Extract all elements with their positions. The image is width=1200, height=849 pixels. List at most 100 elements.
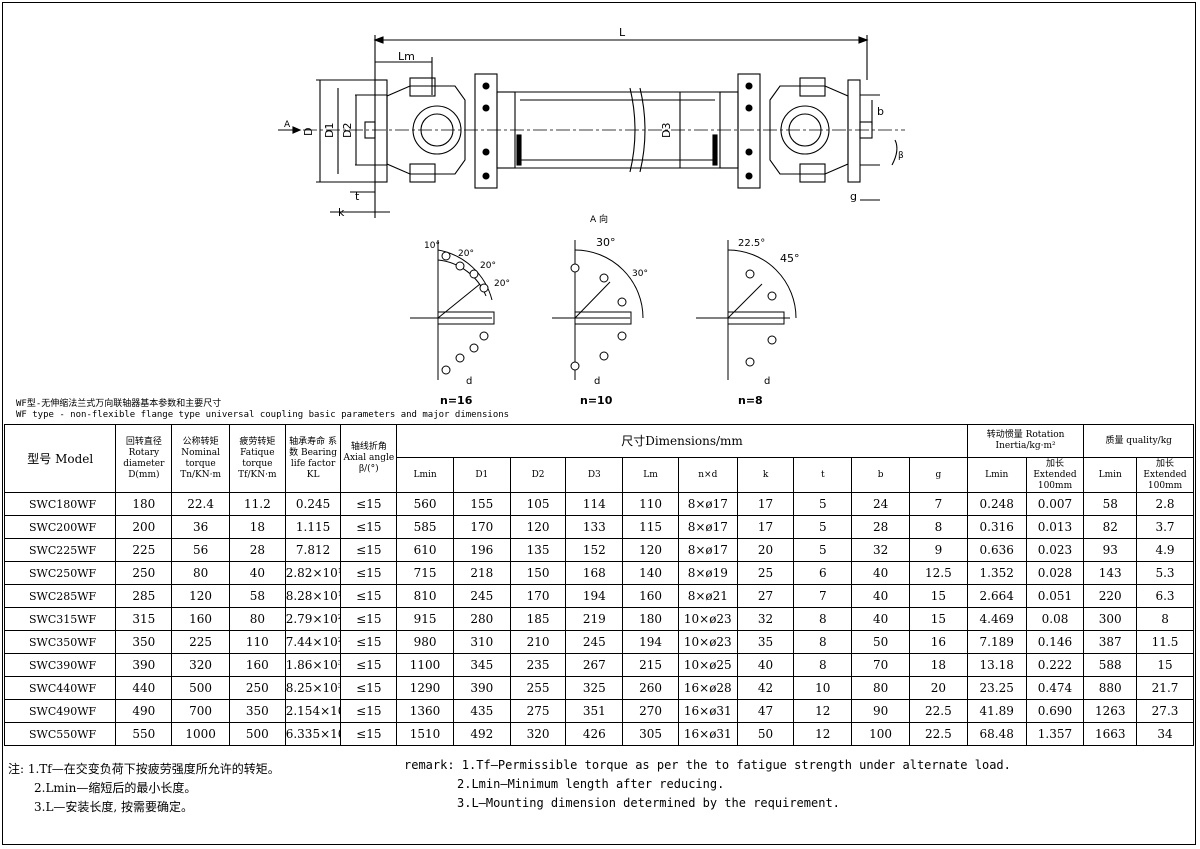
table-cell: 250 (115, 561, 173, 585)
table-cell: 320 (171, 653, 230, 677)
table-cell: ≤15 (340, 515, 398, 539)
table-cell: 50 (736, 722, 795, 746)
table-cell: 300 (1083, 607, 1138, 631)
table-cell: 180 (115, 492, 173, 516)
table-cell: 32 (736, 607, 795, 631)
table-cell: 90 (851, 699, 910, 723)
table-cell: 20 (908, 676, 968, 700)
table-cell: 5 (793, 538, 853, 562)
table-cell: ≤15 (340, 584, 398, 608)
table-cell: 8×ø17 (677, 515, 738, 539)
table-cell: ≤15 (340, 630, 398, 654)
table-cell: 93 (1083, 538, 1138, 562)
table-cell: 10 (793, 676, 853, 700)
table-cell: 16×ø31 (677, 699, 738, 723)
dim-label-D3: D3 (660, 123, 673, 138)
table-cell: 13.18 (966, 653, 1027, 677)
table-cell: 1663 (1083, 722, 1138, 746)
table-cell: 152 (565, 538, 624, 562)
table-cell: 22.5 (908, 722, 968, 746)
table-cell: 185 (509, 607, 567, 631)
table-cell: 41.89 (966, 699, 1027, 723)
header-rotary-diameter: 回转直径 Rotary diameter D(mm) (115, 424, 173, 493)
table-cell: 440 (115, 676, 173, 700)
n10-angle-0: 30° (596, 236, 616, 249)
table-cell: 15 (908, 584, 968, 608)
model-cell: SWC180WF (3, 492, 117, 516)
model-cell: SWC550WF (3, 722, 117, 746)
table-cell: 194 (565, 584, 624, 608)
table-cell: 245 (565, 630, 624, 654)
table-cell: 2.79×10² (284, 607, 342, 631)
table-cell: 700 (171, 699, 230, 723)
table-cell: 0.474 (1025, 676, 1085, 700)
table-cell: 23.25 (966, 676, 1027, 700)
table-cell: 2.82×10¹ (284, 561, 342, 585)
table-cell: 25 (736, 561, 795, 585)
table-cell: 21.7 (1136, 676, 1194, 700)
table-cell: 143 (1083, 561, 1138, 585)
dim-label-beta: β (898, 151, 904, 161)
table-cell: 22.5 (908, 699, 968, 723)
header-dim-3: D3 (565, 457, 624, 493)
table-cell: 880 (1083, 676, 1138, 700)
table-cell: 8 (793, 653, 853, 677)
table-cell: 0.013 (1025, 515, 1085, 539)
table-cell: 80 (171, 561, 230, 585)
table-cell: 47 (736, 699, 795, 723)
table-cell: 7 (793, 584, 853, 608)
table-cell: 0.316 (966, 515, 1027, 539)
table-cell: 1510 (396, 722, 454, 746)
table-cell: 0.146 (1025, 630, 1085, 654)
table-cell: ≤15 (340, 561, 398, 585)
table-cell: 8.28×10¹ (284, 584, 342, 608)
table-cell: 16×ø31 (677, 722, 738, 746)
table-cell: 0.690 (1025, 699, 1085, 723)
table-cell: 8 (1136, 607, 1194, 631)
table-cell: 115 (622, 515, 679, 539)
table-cell: 8 (793, 630, 853, 654)
table-cell: 588 (1083, 653, 1138, 677)
table-cell: 219 (565, 607, 624, 631)
table-cell: 120 (622, 538, 679, 562)
model-cell: SWC315WF (3, 607, 117, 631)
table-cell: 250 (228, 676, 286, 700)
table-cell: 255 (509, 676, 567, 700)
table-cell: 114 (565, 492, 624, 516)
table-cell: 15 (908, 607, 968, 631)
table-cell: 610 (396, 538, 454, 562)
table-cell: 34 (1136, 722, 1194, 746)
note-cn-1: 注: 1.Tf—在交变负荷下按疲劳强度所允许的转矩。 (8, 762, 280, 776)
table-cell: 110 (228, 630, 286, 654)
table-cell: 1.352 (966, 561, 1027, 585)
table-cell: 915 (396, 607, 454, 631)
table-cell: 275 (509, 699, 567, 723)
table-cell: 235 (509, 653, 567, 677)
table-cell: 12.5 (908, 561, 968, 585)
table-cell: ≤15 (340, 492, 398, 516)
table-cell: 22.4 (171, 492, 230, 516)
table-cell: 1.86×10³ (284, 653, 342, 677)
table-cell: 135 (509, 538, 567, 562)
table-row: SWC490WF4907003502.154×10⁴≤1513604352753… (3, 699, 1194, 723)
header-fatigue-torque: 疲劳转矩 Fatique torque Tf/KN·m (228, 424, 286, 493)
table-cell: ≤15 (340, 722, 398, 746)
table-cell: 245 (452, 584, 511, 608)
table-cell: 7 (908, 492, 968, 516)
header-dim-4: Lm (622, 457, 679, 493)
table-cell: 9 (908, 538, 968, 562)
table-cell: 58 (228, 584, 286, 608)
table-cell: 585 (396, 515, 454, 539)
table-cell: 435 (452, 699, 511, 723)
table-cell: 4.9 (1136, 538, 1194, 562)
table-cell: 24 (851, 492, 910, 516)
table-cell: 15 (1136, 653, 1194, 677)
n8-d-label: d (764, 376, 770, 387)
table-cell: 40 (736, 653, 795, 677)
table-cell: 0.028 (1025, 561, 1085, 585)
flange-view-n10 (552, 240, 644, 380)
table-cell: 180 (622, 607, 679, 631)
